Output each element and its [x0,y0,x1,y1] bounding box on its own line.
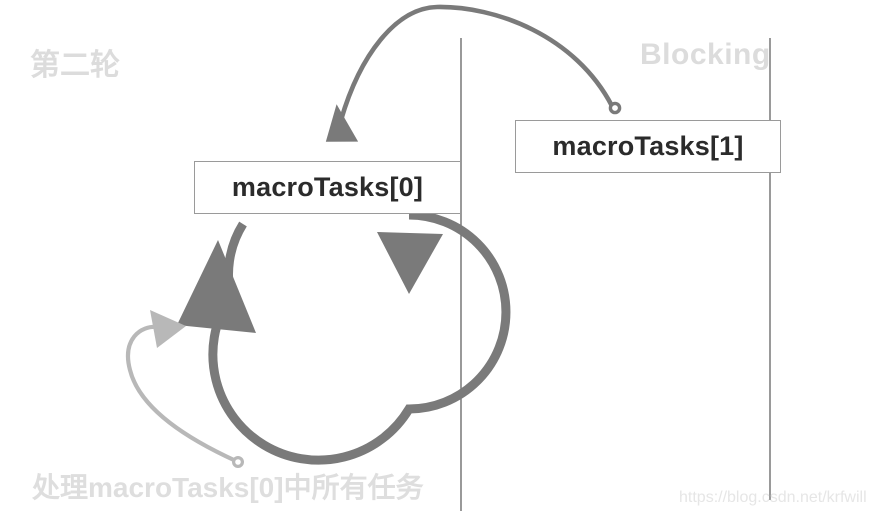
transfer-arrowhead [325,104,359,142]
watermark-text: https://blog.csdn.net/krfwill [679,489,867,506]
loop-arrowhead-left [177,240,256,333]
circular-loop-arrow-icon [177,210,511,465]
transfer-arrow-origin-dot [608,101,622,115]
callout-arrowhead [150,310,186,348]
loop-arrowhead-right [377,232,443,294]
task-box-macrotasks-1[interactable]: macroTasks[1] [515,120,781,173]
task-box-macrotasks-0[interactable]: macroTasks[0] [194,161,461,214]
callout-leader-line-icon [126,310,245,469]
callout-origin-dot [232,456,245,469]
lane-label-blocking: Blocking [640,38,771,71]
annotation-process-all-tasks: 处理macroTasks[0]中所有任务 [32,472,424,503]
curved-transfer-arrow-icon [325,4,622,142]
lane-label-second-round: 第二轮 [30,49,120,82]
